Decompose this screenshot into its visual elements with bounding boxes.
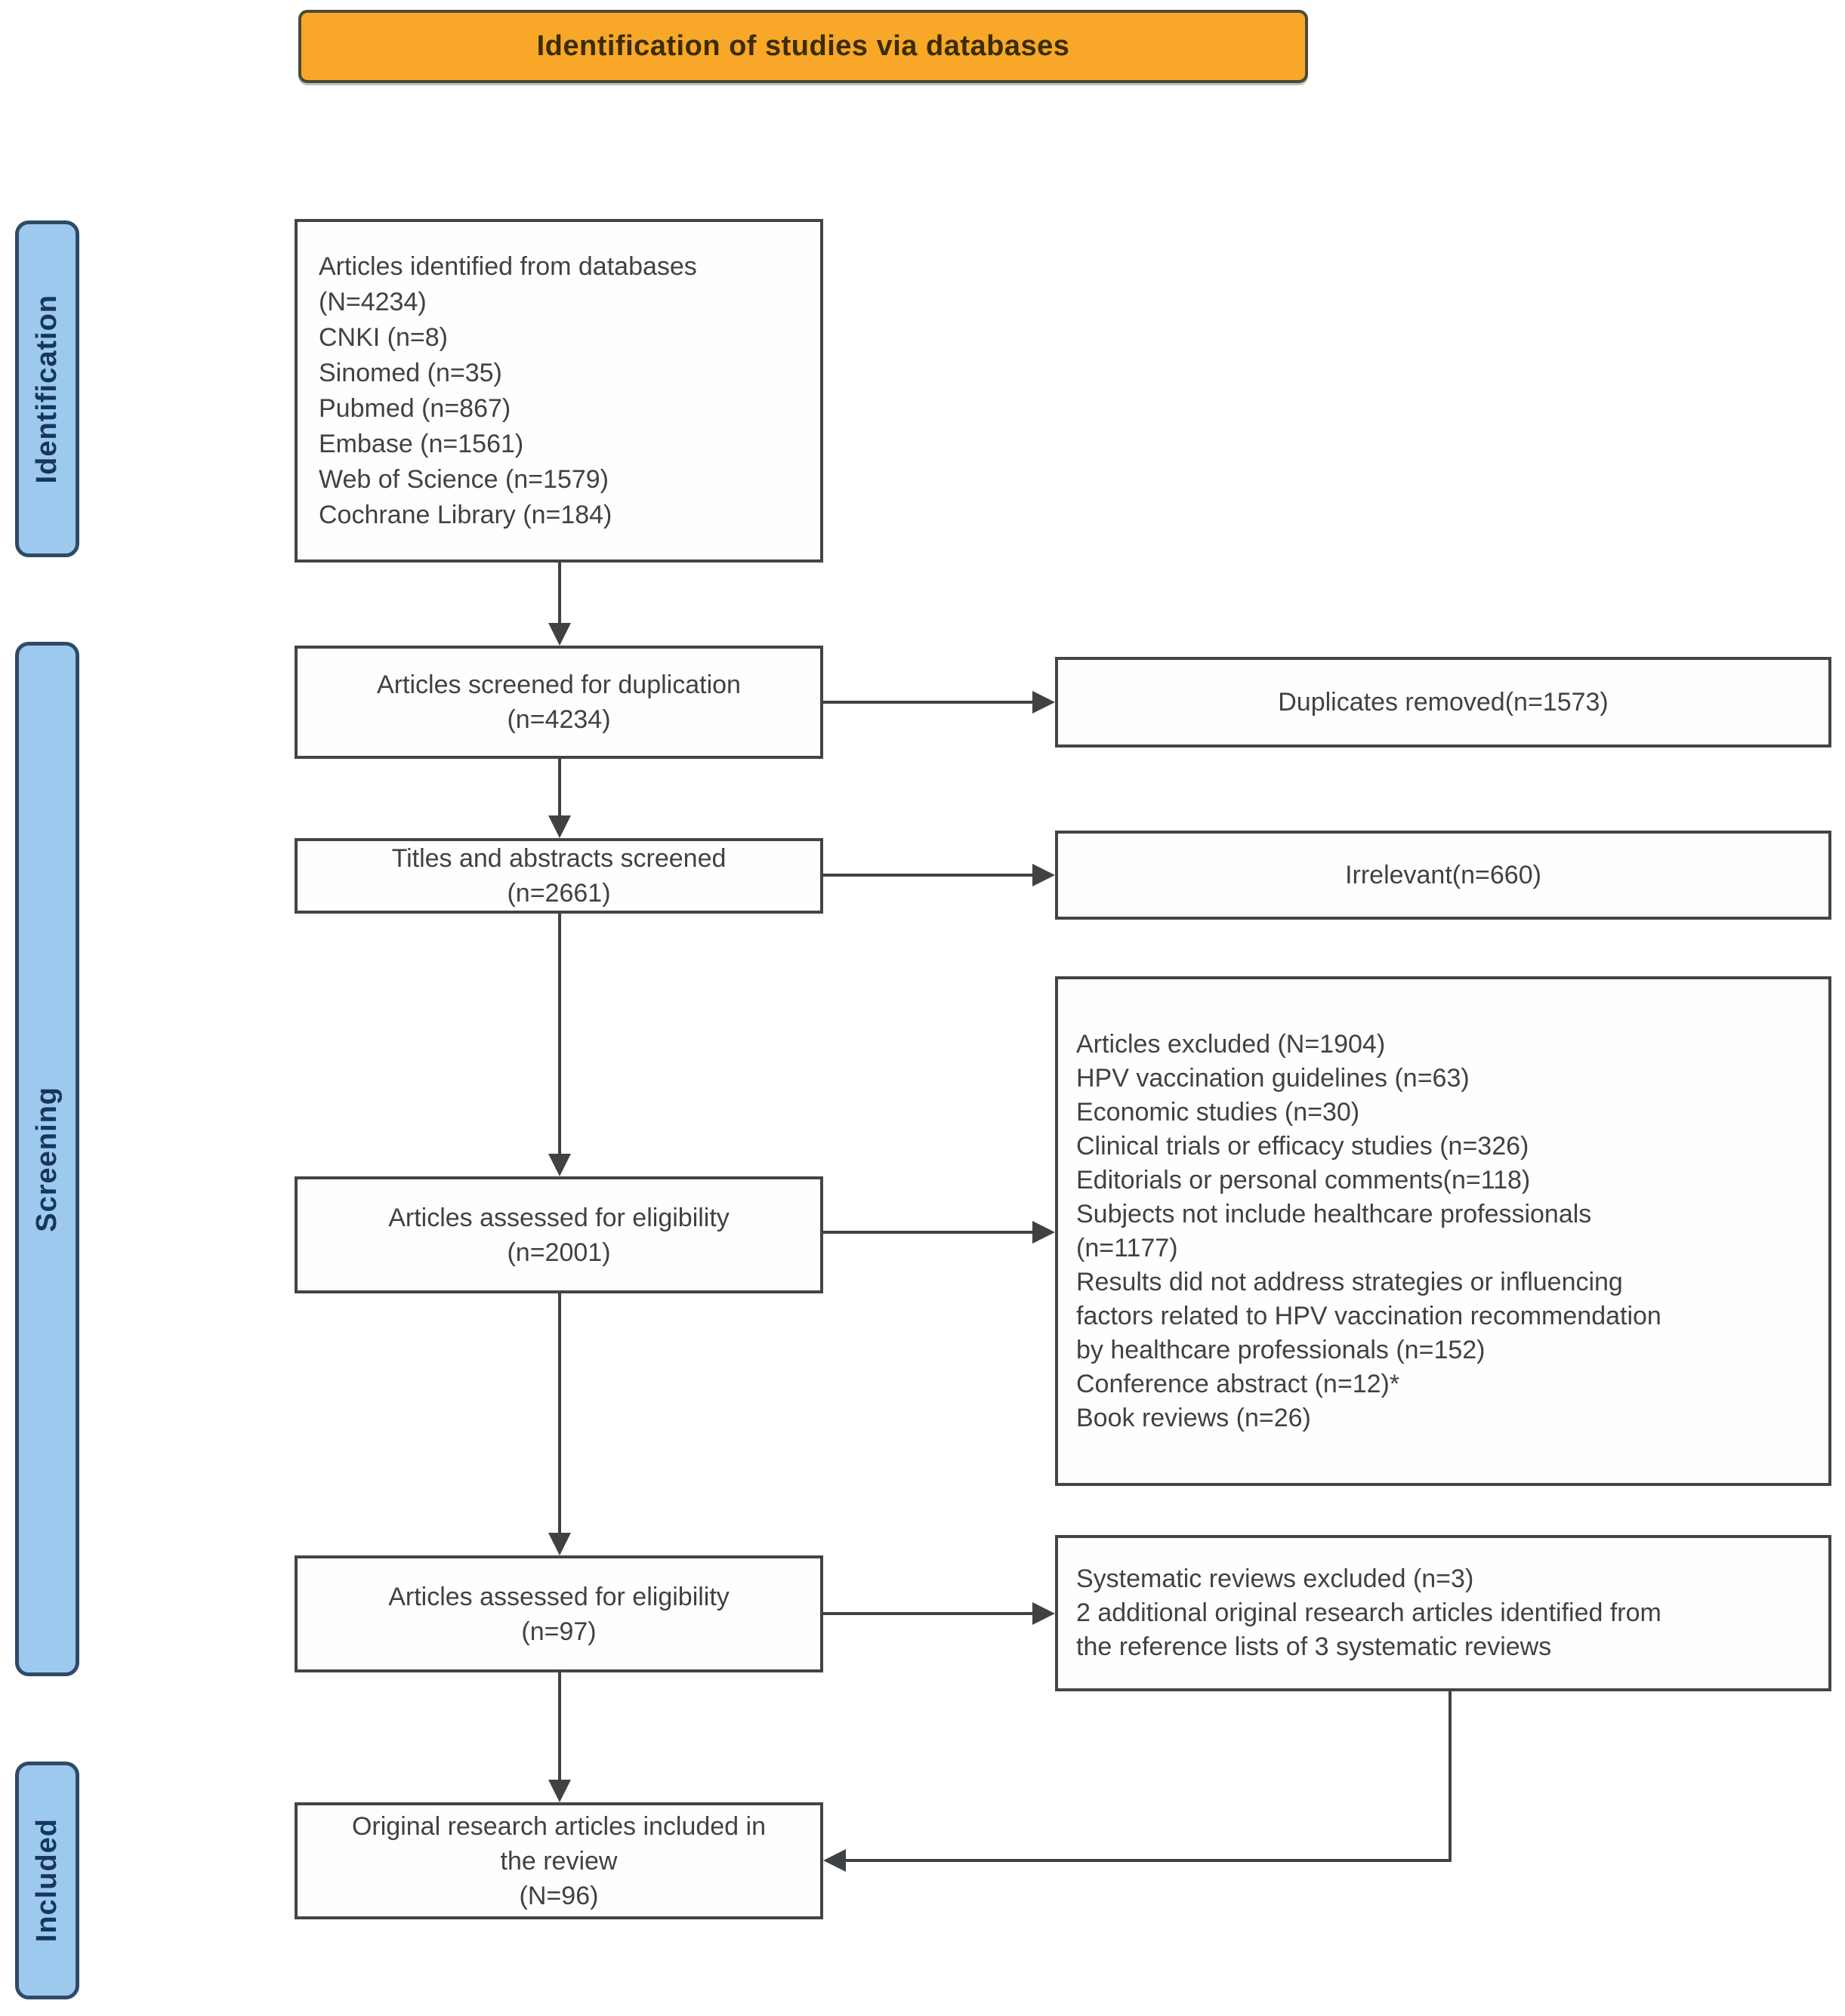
box-assessed-eligibility-2001: Articles assessed for eligibility (n=200…: [295, 1176, 823, 1293]
arrow-eli97-to-final-line: [558, 1672, 561, 1781]
arrow-eli2001-to-excluded-line: [823, 1231, 1034, 1234]
arrow-identified-to-dupscreen-line: [558, 563, 561, 624]
box-assessed-eligibility-97: Articles assessed for eligibility (n=97): [295, 1555, 823, 1672]
arrow-titles-to-eli2001-line: [558, 914, 561, 1155]
stage-identification-label: Identification: [31, 294, 63, 484]
box-titles-abstracts-screened-text: Titles and abstracts screened (n=2661): [391, 844, 727, 908]
box-articles-identified: Articles identified from databases (N=42…: [295, 219, 823, 563]
box-screened-duplication: Articles screened for duplication (n=423…: [295, 646, 823, 759]
box-duplicates-removed-text: Duplicates removed(n=1573): [1278, 688, 1609, 717]
stage-screening: Screening: [15, 642, 79, 1676]
arrow-titles-to-irrelevant-line: [823, 874, 1034, 877]
box-systematic-reviews-excluded: Systematic reviews excluded (n=3) 2 addi…: [1055, 1535, 1831, 1691]
box-titles-abstracts-screened: Titles and abstracts screened (n=2661): [295, 838, 823, 914]
arrow-eli2001-to-eli97-head: [548, 1533, 571, 1555]
box-irrelevant: Irrelevant(n=660): [1055, 831, 1831, 920]
title-banner: Identification of studies via databases: [298, 10, 1308, 83]
arrow-eli2001-to-excluded-head: [1032, 1221, 1055, 1244]
arrow-sysrev-to-final-vline: [1449, 1691, 1452, 1862]
box-articles-excluded: Articles excluded (N=1904) HPV vaccinati…: [1055, 976, 1831, 1486]
box-assessed-eligibility-97-text: Articles assessed for eligibility (n=97): [388, 1582, 730, 1646]
arrow-dupscreen-to-dupremoved-head: [1032, 691, 1055, 714]
box-included-review-text: Original research articles included in t…: [351, 1811, 767, 1910]
box-articles-identified-text: Articles identified from databases (N=42…: [319, 251, 697, 529]
arrow-eli2001-to-eli97-line: [558, 1293, 561, 1534]
arrow-dupscreen-to-titles-line: [558, 759, 561, 817]
stage-identification: Identification: [15, 220, 79, 557]
arrow-titles-to-eli2001-head: [548, 1154, 571, 1176]
title-banner-label: Identification of studies via databases: [536, 30, 1070, 62]
box-articles-excluded-text: Articles excluded (N=1904) HPV vaccinati…: [1076, 1029, 1661, 1432]
arrow-dupscreen-to-titles-head: [548, 815, 571, 838]
box-duplicates-removed: Duplicates removed(n=1573): [1055, 657, 1831, 748]
box-assessed-eligibility-2001-text: Articles assessed for eligibility (n=200…: [388, 1203, 730, 1267]
stage-included-label: Included: [31, 1818, 63, 1943]
arrow-eli97-to-sysrev-line: [823, 1612, 1034, 1615]
arrow-eli97-to-sysrev-head: [1032, 1602, 1055, 1625]
arrow-sysrev-to-final-head: [823, 1849, 846, 1872]
box-included-review: Original research articles included in t…: [295, 1802, 823, 1919]
box-screened-duplication-text: Articles screened for duplication (n=423…: [377, 670, 741, 734]
box-irrelevant-text: Irrelevant(n=660): [1345, 861, 1541, 889]
arrow-titles-to-irrelevant-head: [1032, 864, 1055, 886]
box-systematic-reviews-excluded-text: Systematic reviews excluded (n=3) 2 addi…: [1076, 1564, 1661, 1661]
stage-included: Included: [15, 1762, 79, 1999]
stage-screening-label: Screening: [31, 1086, 63, 1232]
arrow-eli97-to-final-head: [548, 1780, 571, 1802]
arrow-identified-to-dupscreen-head: [548, 623, 571, 646]
arrow-dupscreen-to-dupremoved-line: [823, 701, 1034, 704]
arrow-sysrev-to-final-hline: [843, 1859, 1452, 1862]
